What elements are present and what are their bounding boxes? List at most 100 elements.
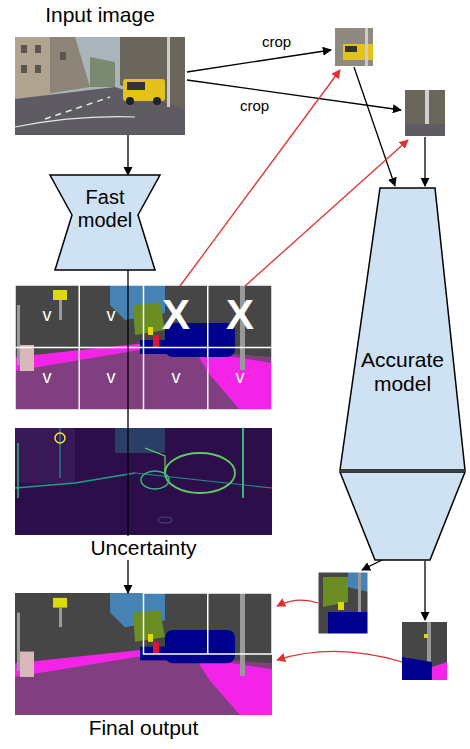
accept-mark: v — [236, 367, 245, 388]
street-photo — [90, 57, 115, 87]
refined-tile-grid — [144, 593, 273, 654]
refined-crop — [318, 572, 368, 634]
crop-arrow — [362, 560, 382, 570]
street-photo — [35, 65, 41, 73]
crop-arrow — [424, 561, 425, 620]
refined-crop — [328, 612, 368, 634]
uncertainty-map-panel: Uncertainty — [15, 428, 272, 559]
input-crop — [365, 28, 368, 66]
accept-mark: v — [43, 367, 52, 388]
model-name: Accurate model — [350, 348, 455, 396]
refined-crop — [402, 622, 447, 680]
refined-crop — [358, 572, 361, 612]
reject-mark: X — [162, 291, 190, 339]
street-photo — [15, 37, 50, 105]
street-photo — [120, 37, 185, 112]
refined-crop — [323, 577, 348, 607]
final-output-panel: Final output — [15, 593, 272, 745]
tile-selection-arrow — [277, 600, 318, 606]
text-slot: X — [215, 291, 265, 339]
tile-grid — [15, 347, 272, 349]
text-slot: v — [22, 367, 72, 388]
refined-crop — [318, 572, 368, 634]
panel-title: Input image — [45, 3, 155, 27]
refined-crop — [432, 662, 447, 680]
input-crop — [405, 124, 445, 136]
crop-arrow — [187, 80, 401, 110]
crop-arrow — [187, 50, 331, 72]
tile-grid — [15, 285, 272, 410]
accurate-model-box: Accurate model — [340, 188, 465, 560]
tile-selection-arrow — [180, 70, 340, 286]
uncertainty-heatmap — [55, 433, 65, 443]
uncertainty-heatmap — [145, 448, 165, 473]
tile-selection-arrow — [277, 651, 402, 662]
uncertainty-heatmap — [15, 428, 75, 483]
arrow-label: crop — [240, 97, 269, 114]
text-slot: v — [86, 367, 136, 388]
uncertainty-heatmap — [15, 428, 272, 535]
model-outline — [340, 472, 465, 560]
arrow-label: crop — [262, 33, 291, 50]
input-crop — [345, 46, 357, 52]
uncertainty-heatmap — [165, 453, 235, 493]
reject-mark: X — [226, 291, 254, 339]
segmentation-map-panel: v v XXv v v v — [15, 285, 272, 410]
input-crop — [405, 90, 445, 136]
refined-tile-grid — [144, 593, 273, 654]
text-slot: Uncertainty — [15, 536, 272, 560]
arrow-label-slot: crop — [240, 97, 269, 115]
refined-crop — [402, 622, 447, 680]
text-slot: v — [86, 305, 136, 326]
street-photo — [127, 82, 145, 90]
street-photo — [153, 97, 161, 105]
input-crop — [335, 28, 373, 66]
street-photo — [15, 37, 185, 135]
refined-crop — [427, 622, 431, 667]
street-photo — [21, 45, 27, 53]
refined-crop — [424, 634, 428, 638]
street-photo — [45, 97, 110, 119]
input-crop — [405, 90, 445, 136]
text-slot: v — [215, 367, 265, 388]
crop-arrow — [354, 67, 395, 186]
refined-crop — [338, 602, 344, 610]
street-photo — [15, 117, 135, 127]
fast-model-box: Fast model — [50, 175, 160, 270]
uncertainty-heatmap — [15, 428, 272, 535]
street-photo — [15, 37, 185, 135]
tile-grid — [15, 285, 272, 410]
input-crop — [335, 28, 373, 66]
accept-mark: v — [107, 367, 116, 388]
refined-tile-grid — [207, 593, 209, 654]
uncertainty-heatmap — [115, 428, 165, 453]
text-slot: Input image — [15, 3, 185, 27]
model-outline — [340, 188, 465, 470]
text-slot: Fast model — [70, 186, 140, 232]
input-image-panel: Input image — [15, 3, 185, 135]
text-slot: Accurate model — [350, 348, 455, 396]
segmentation-map — [15, 285, 272, 410]
refined-crop — [402, 657, 432, 680]
accept-mark: v — [43, 305, 52, 326]
accept-mark: v — [107, 305, 116, 326]
uncertainty-heatmap — [59, 428, 61, 478]
street-photo — [60, 52, 66, 60]
uncertainty-heatmap — [135, 473, 272, 488]
uncertainty-heatmap — [242, 428, 244, 498]
street-photo — [35, 45, 41, 53]
panel-title: Final output — [89, 716, 199, 740]
uncertainty-heatmap — [17, 443, 19, 498]
text-slot: Final output — [15, 716, 272, 740]
panel-title: Uncertainty — [87, 536, 199, 560]
street-photo — [167, 37, 170, 107]
text-slot: v — [22, 305, 72, 326]
crop-arrow — [424, 137, 425, 186]
street-photo — [21, 65, 27, 73]
flow-arrow — [127, 135, 128, 175]
refined-crop — [318, 572, 368, 634]
accept-mark: v — [172, 367, 181, 388]
text-slot: X — [151, 291, 201, 339]
